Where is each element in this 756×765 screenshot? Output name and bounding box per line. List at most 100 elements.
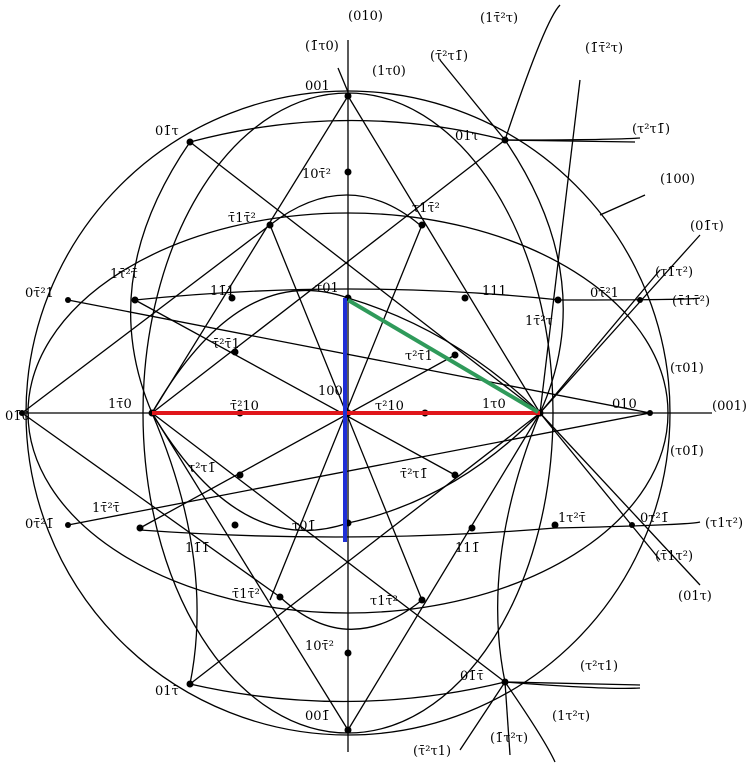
- arc-bottom-inner: [279, 596, 423, 630]
- pole: [629, 522, 635, 528]
- zone-line-18: [539, 234, 701, 414]
- pole: [131, 296, 139, 304]
- pole-label: 0τ̄²1: [590, 286, 619, 301]
- pole-label: τ̄1τ̄²: [232, 587, 260, 602]
- pole: [554, 296, 562, 304]
- pole-label: 01̄τ̄: [460, 669, 484, 684]
- pole: [468, 524, 476, 532]
- label-1t2t-lower: (1τ²τ): [552, 709, 590, 724]
- zone-line-8: [151, 412, 349, 731]
- pole-label: τ̄²τ1̄: [400, 467, 428, 482]
- zone-line-4: [151, 412, 506, 683]
- label-t1t2-lower: (τ1τ²): [705, 516, 743, 531]
- pole-label: 0τ̄²1̄: [25, 517, 54, 532]
- zone-line-17: [539, 79, 581, 414]
- pole-label: 01τ: [455, 129, 479, 144]
- pole-label: τ²10: [375, 399, 404, 414]
- pole: [231, 521, 239, 529]
- arc-top-inner: [269, 194, 421, 226]
- pole: [418, 221, 426, 229]
- pole: [186, 138, 194, 146]
- zone-line-20: [539, 412, 701, 586]
- zone-line-9: [67, 299, 651, 414]
- pole: [451, 351, 459, 359]
- pole: [501, 678, 509, 686]
- pole-label: τ̄1τ̄²: [228, 211, 256, 226]
- pole-label: τ²τ̄1: [405, 349, 433, 364]
- label-t2t1-lower: (τ²τ1): [580, 659, 618, 674]
- label-1t2t: (1τ̄²τ): [480, 11, 518, 26]
- pole-label: 01τ̄: [155, 684, 179, 699]
- pole-label: 0τ²1̄: [640, 511, 669, 526]
- zone-line-3: [151, 139, 506, 414]
- pole-label: 111̄: [455, 541, 480, 556]
- zone-line-6: [347, 412, 541, 731]
- arc-bottom-row: [189, 681, 641, 703]
- pole: [344, 649, 352, 657]
- zone-line-22: [439, 59, 506, 141]
- pole-label: 11̄1: [210, 284, 235, 299]
- pole: [231, 348, 239, 356]
- pole: [65, 522, 71, 528]
- label-1t2t-lower-bar: (1̄τ²τ): [490, 731, 528, 746]
- pole: [136, 524, 144, 532]
- pole-label: τ01: [315, 281, 339, 296]
- label-t01: (τ01): [670, 361, 704, 376]
- pole-label: 1τ²τ̄: [558, 511, 586, 526]
- pole-label: 1τ̄0: [108, 397, 132, 412]
- zone-line-10: [67, 412, 651, 526]
- label-t2t1-bottom: (τ̄²τ1): [413, 744, 451, 759]
- pole: [344, 92, 352, 100]
- pole: [637, 297, 643, 303]
- pole: [186, 680, 194, 688]
- label-t1t2: (τ1̄τ²): [655, 265, 693, 280]
- label-010: (010): [348, 9, 383, 24]
- zone-line-15: [134, 299, 456, 476]
- pole-label: τ1τ̄²: [370, 594, 398, 609]
- leader-line-100: [599, 194, 646, 216]
- pole: [501, 136, 509, 144]
- pole: [418, 596, 426, 604]
- label-001: (001): [712, 399, 747, 414]
- pole: [647, 410, 653, 416]
- pole-label: 11̄1̄: [185, 541, 210, 556]
- label-t1t2-lower-bar: (τ̄1τ²): [655, 549, 693, 564]
- pole: [451, 471, 459, 479]
- arc-bottom-right-extension: [504, 681, 556, 763]
- pole: [461, 294, 469, 302]
- label-1t0: (1τ0): [372, 64, 406, 79]
- pole-label: τ01̄: [292, 519, 316, 534]
- zone-line-14: [21, 412, 281, 598]
- zone-line-16: [139, 354, 456, 529]
- arc-upper-row: [134, 288, 701, 301]
- pole-label: 01̄0: [5, 409, 30, 424]
- label-1t0-bar: (1̄τ0): [305, 39, 339, 54]
- pole: [236, 471, 244, 479]
- zone-line-1: [189, 141, 541, 414]
- pole: [344, 168, 352, 176]
- label-1t2t-bar: (1̄τ̄²τ): [585, 41, 623, 56]
- pole-label: 001: [305, 79, 330, 94]
- zone-line-5: [347, 95, 541, 414]
- label-01t-lower: (01τ): [678, 589, 712, 604]
- pole-label: τ²τ1̄: [188, 461, 216, 476]
- pole: [228, 294, 236, 302]
- zone-line-13: [21, 224, 271, 414]
- arc-top-row: [189, 119, 641, 143]
- pole: [551, 521, 559, 529]
- label-100: (100): [660, 172, 695, 187]
- pole: [19, 410, 25, 416]
- pole-label: 111: [482, 284, 507, 299]
- zone-line-19: [539, 269, 661, 414]
- arc-lower-row: [139, 521, 701, 538]
- zone-line-24: [504, 681, 641, 686]
- green-highlight-segment: [346, 298, 540, 414]
- zone-line-23: [504, 139, 636, 143]
- pole-label: 1τ̄²τ̄: [92, 501, 120, 516]
- pole: [65, 297, 71, 303]
- zone-line-2: [189, 412, 541, 685]
- pole: [276, 593, 284, 601]
- pole-label: τ̄²10: [230, 399, 259, 414]
- pole-label: 1τ̄²τ: [525, 314, 553, 329]
- pole-label: 010: [612, 397, 637, 412]
